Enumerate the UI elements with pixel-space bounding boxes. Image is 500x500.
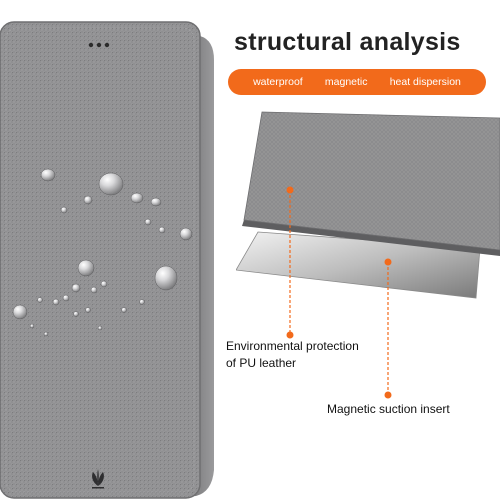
callout-env-line2: of PU leather — [226, 356, 297, 370]
phone-case-image — [0, 21, 214, 499]
callout-env-line1: Environmental protection — [226, 339, 359, 353]
callout-environmental-protection: Environmental protection of PU leather — [226, 338, 359, 372]
feature-magnetic: magnetic — [324, 76, 368, 88]
feature-pill: waterproof magnetic heat dispersion — [228, 69, 486, 95]
callout-magnetic-insert: Magnetic suction insert — [327, 402, 450, 416]
orange-dot-icon — [384, 391, 392, 399]
feature-waterproof: waterproof — [253, 76, 303, 88]
material-layers-image — [236, 111, 500, 299]
water-droplets-icon — [12, 168, 193, 337]
fabric-layer — [244, 112, 500, 250]
case-cover — [0, 22, 200, 498]
leaf-logo-icon — [92, 469, 104, 489]
page-title: structural analysis — [234, 28, 461, 56]
feature-heat-dispersion: heat dispersion — [389, 76, 461, 88]
camera-holes-icon — [88, 42, 110, 48]
